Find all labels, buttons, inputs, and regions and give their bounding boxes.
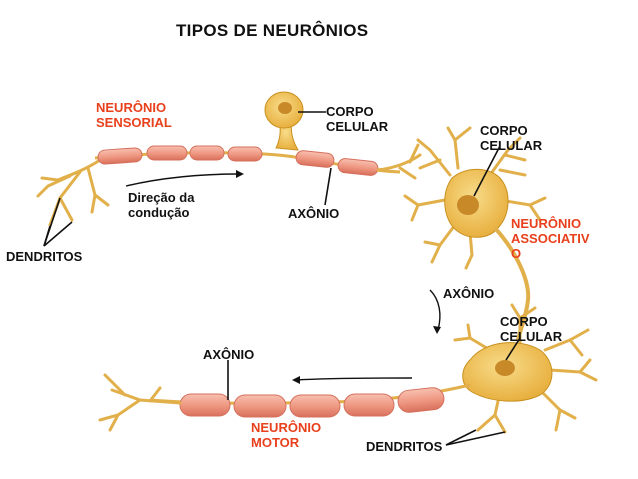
label-conduction-direction: Direção da condução — [128, 190, 195, 220]
leader-lines — [43, 111, 521, 446]
motor-myelin-sheaths — [179, 387, 445, 418]
sensory-myelin-sheaths — [97, 145, 379, 176]
motor-nucleus — [495, 360, 515, 376]
label-dendrites-motor: DENDRITOS — [366, 439, 443, 454]
association-nucleus — [457, 195, 479, 215]
motor-dendrites — [453, 303, 598, 434]
motor-axon-terminals — [98, 373, 182, 432]
label-axon-motor: AXÔNIO — [203, 347, 255, 362]
label-cell-body-sensory: CORPO CELULAR — [326, 104, 389, 134]
label-association-neuron: NEURÔNIO ASSOCIATIV O — [511, 216, 590, 261]
sensory-neuron — [36, 91, 422, 227]
label-axon-association: AXÔNIO — [443, 286, 495, 301]
label-cell-body-motor: CORPO CELULAR — [500, 314, 563, 344]
label-cell-body-association: CORPO CELULAR — [480, 123, 543, 153]
association-neuron — [403, 126, 547, 341]
label-motor-neuron: NEURÔNIO MOTOR — [251, 420, 322, 450]
direction-arrows — [125, 170, 441, 384]
motor-neuron — [98, 303, 598, 434]
label-axon-sensory: AXÔNIO — [288, 206, 340, 221]
label-dendrites-left: DENDRITOS — [6, 249, 83, 264]
diagram-title: TIPOS DE NEURÔNIOS — [176, 21, 369, 40]
association-dendrites — [403, 126, 547, 270]
sensory-dendrites — [36, 158, 110, 227]
sensory-nucleus — [278, 102, 292, 114]
label-sensory-neuron: NEURÔNIO SENSORIAL — [96, 100, 172, 130]
